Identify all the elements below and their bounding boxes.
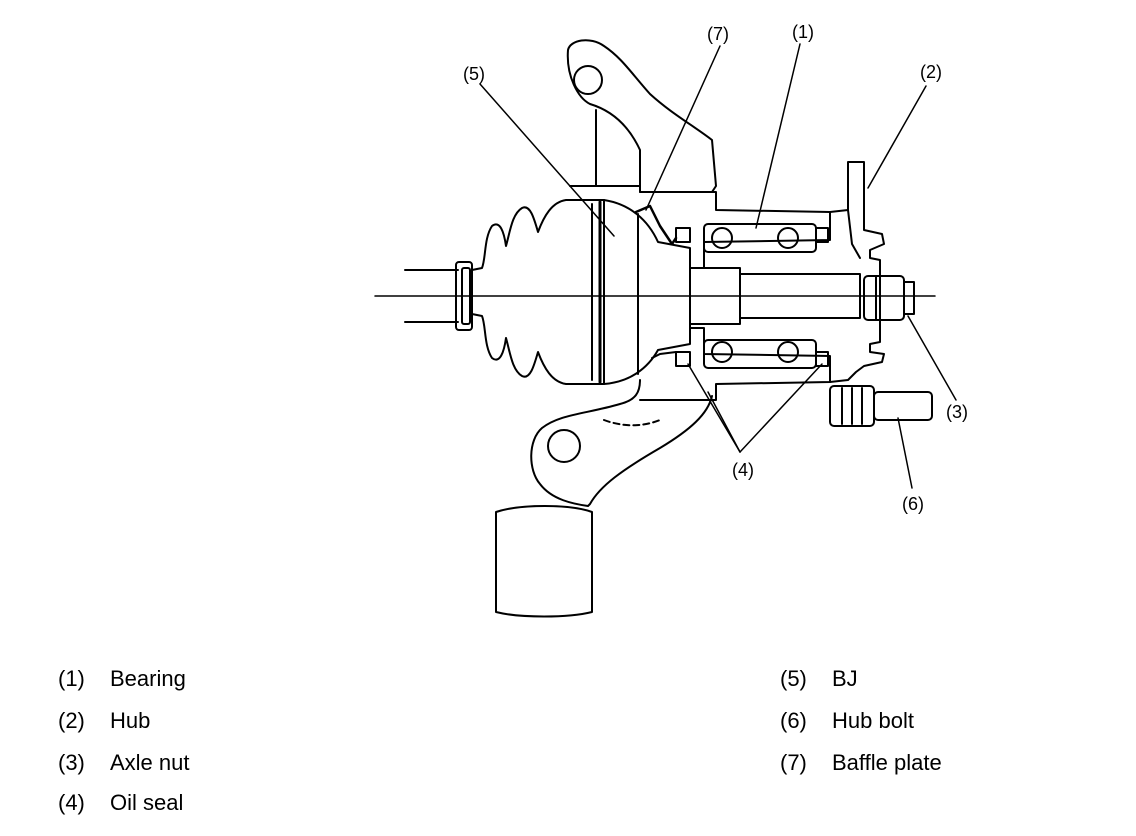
callout-2: (2)	[920, 62, 942, 82]
axle-spindle	[689, 267, 861, 325]
callout-7: (7)	[707, 24, 729, 44]
upper-arm-hole	[573, 65, 603, 95]
oil-seals	[675, 227, 829, 367]
steering-arm-boss	[495, 505, 593, 618]
legend-label: Hub bolt	[832, 708, 914, 733]
legend-label: Baffle plate	[832, 750, 942, 775]
callout-3: (3)	[946, 402, 968, 422]
legend-label: Bearing	[110, 666, 186, 691]
bj-outer-race	[603, 199, 691, 385]
lower-arm-hole	[547, 429, 581, 463]
callout-6: (6)	[902, 494, 924, 514]
hub-assembly-diagram: (5) (7) (1) (2) (3) (4) (6)	[374, 22, 968, 618]
legend-item-bj: (5) BJ	[780, 666, 858, 692]
callout-1: (1)	[792, 22, 814, 42]
legend-item-hub-bolt: (6) Hub bolt	[780, 708, 914, 734]
baffle-plate	[634, 204, 678, 246]
legend-label: Axle nut	[110, 750, 190, 775]
knuckle-upper-arm	[566, 39, 717, 193]
legend-number: (3)	[58, 750, 85, 775]
legend-item-hub: (2) Hub	[58, 708, 150, 734]
legend-number: (1)	[58, 666, 85, 691]
legend-item-oil-seal: (4) Oil seal	[58, 790, 183, 816]
callout-4: (4)	[732, 460, 754, 480]
hub-flange	[829, 161, 885, 383]
cv-boot	[471, 199, 605, 385]
leader-lines	[479, 43, 957, 489]
callout-5: (5)	[463, 64, 485, 84]
knuckle-lower-arm	[530, 379, 713, 507]
legend-number: (7)	[780, 750, 807, 775]
axle-nut	[863, 275, 915, 321]
legend-item-bearing: (1) Bearing	[58, 666, 186, 692]
legend-label: Oil seal	[110, 790, 184, 815]
legend-item-axle-nut: (3) Axle nut	[58, 750, 190, 776]
legend-label: BJ	[832, 666, 858, 691]
legend-number: (2)	[58, 708, 85, 733]
legend-number: (4)	[58, 790, 85, 815]
drive-shaft	[404, 261, 473, 331]
hub-bolt	[829, 385, 933, 427]
legend-label: Hub	[110, 708, 151, 733]
legend-number: (6)	[780, 708, 807, 733]
legend-number: (5)	[780, 666, 807, 691]
legend-item-baffle-plate: (7) Baffle plate	[780, 750, 942, 776]
knuckle-body	[639, 191, 831, 269]
